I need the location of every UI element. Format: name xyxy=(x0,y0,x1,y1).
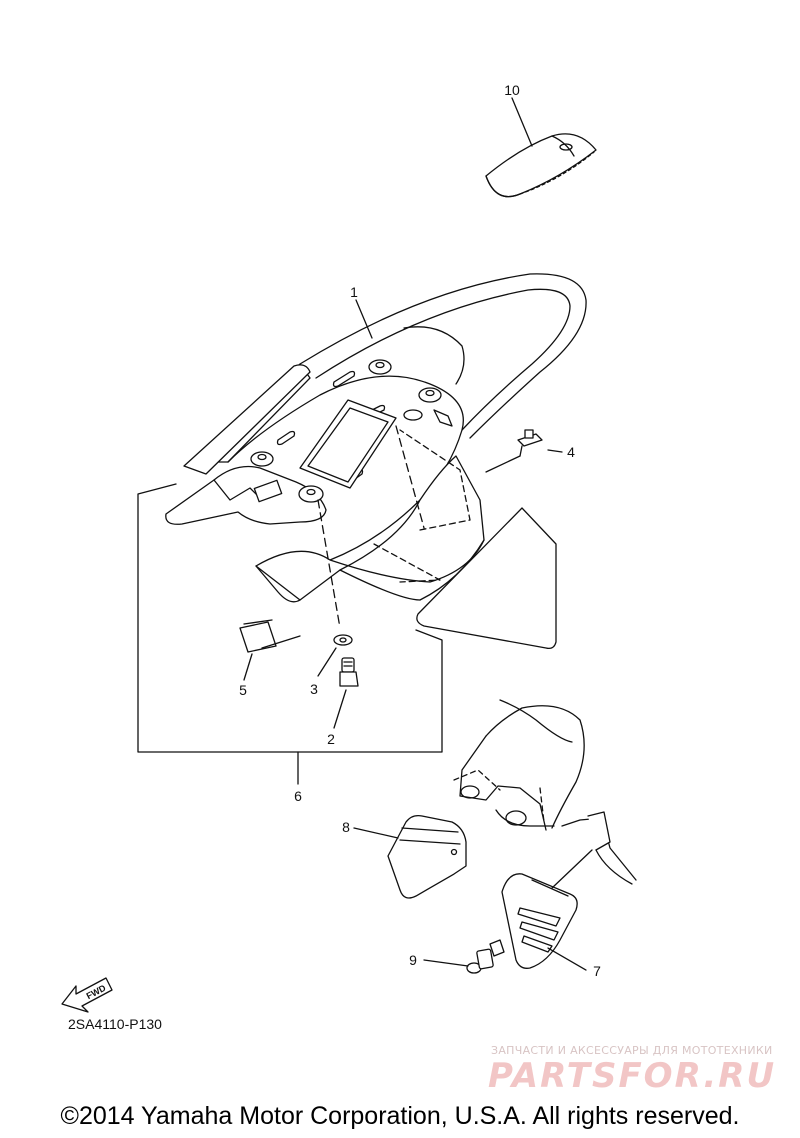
diagram-code: 2SA4110-P130 xyxy=(68,1016,162,1032)
leader-7 xyxy=(547,947,587,971)
leader-4b xyxy=(485,455,521,473)
leader-8 xyxy=(353,827,399,839)
watermark-logo: PARTSFOR.RU xyxy=(488,1056,777,1096)
callout-10: 10 xyxy=(504,82,520,98)
part-6-kit-bracket xyxy=(137,483,443,753)
part-9-bolt xyxy=(466,939,505,974)
leader-7b xyxy=(551,849,593,889)
part-5-pad xyxy=(239,619,277,653)
number-plate xyxy=(416,507,557,650)
callout-7: 7 xyxy=(593,963,601,979)
part-4-screw xyxy=(517,429,543,457)
callout-6: 6 xyxy=(294,788,302,804)
callout-8: 8 xyxy=(342,819,350,835)
watermark-tagline: ЗАПЧАСТИ И АКСЕССУАРЫ ДЛЯ МОТОТЕХНИКИ xyxy=(491,1044,773,1057)
fwd-arrow-icon: FWD xyxy=(61,977,113,1013)
leader-9 xyxy=(423,959,469,967)
part-2-bolt xyxy=(339,657,359,687)
leader-1 xyxy=(355,299,373,339)
part-10-decal xyxy=(485,133,597,198)
leader-3 xyxy=(317,647,337,677)
frame-section xyxy=(453,699,637,885)
license-plate-outline xyxy=(399,429,471,531)
callout-5: 5 xyxy=(239,682,247,698)
leader-5 xyxy=(243,653,253,681)
copyright-notice: ©2014 Yamaha Motor Corporation, U.S.A. A… xyxy=(60,1102,740,1130)
leader-4 xyxy=(547,449,563,453)
callout-9: 9 xyxy=(409,952,417,968)
callout-4: 4 xyxy=(567,444,575,460)
leader-10 xyxy=(511,97,533,147)
callout-3: 3 xyxy=(310,681,318,697)
part-3-washer xyxy=(333,634,353,646)
part-7-vented-cover xyxy=(501,873,578,969)
part-1-rear-fender xyxy=(165,273,587,603)
callout-2: 2 xyxy=(327,731,335,747)
leader-2 xyxy=(333,689,347,729)
callout-1: 1 xyxy=(350,284,358,300)
part-8-guard-plate xyxy=(387,814,467,899)
